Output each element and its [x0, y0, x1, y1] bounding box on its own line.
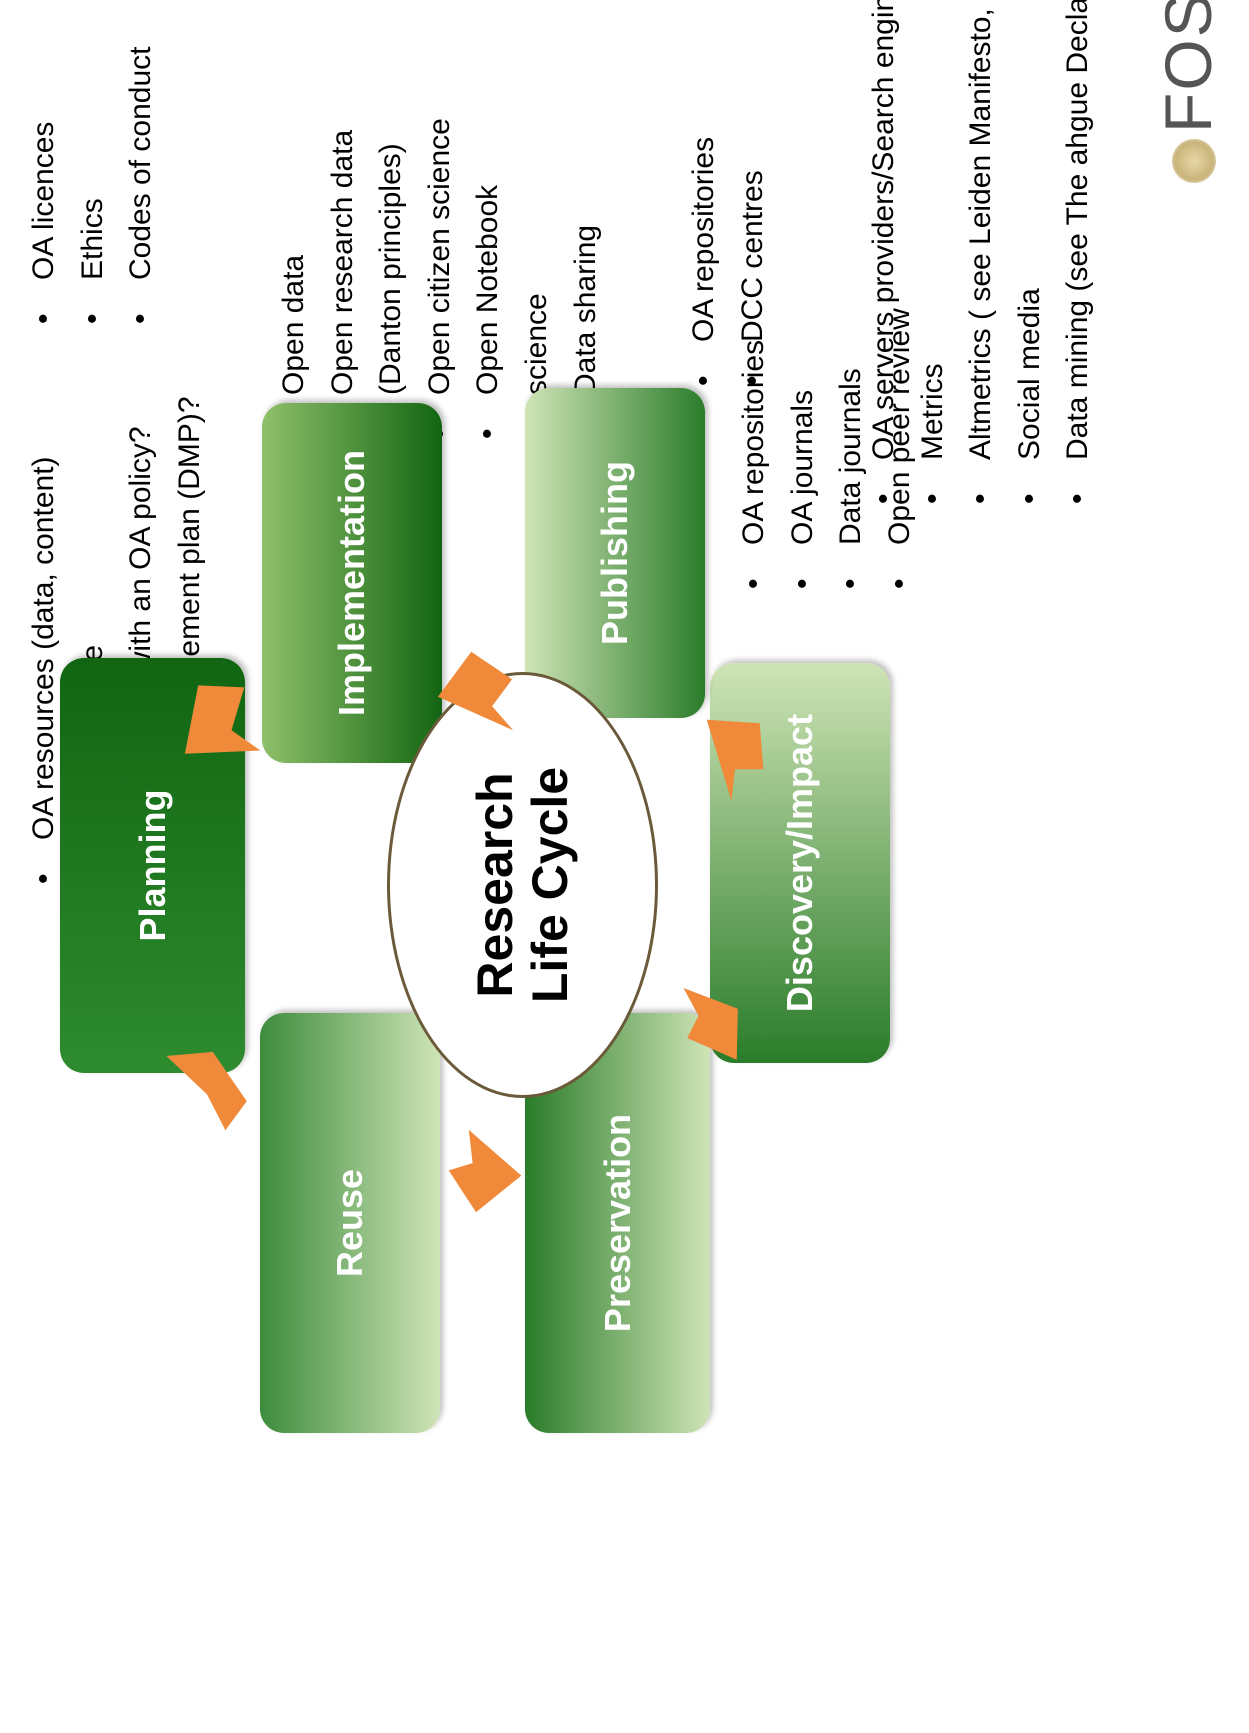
- foster-logo-icon: [1171, 139, 1216, 183]
- arrow-publishing-to-discovery-icon: [706, 719, 764, 802]
- foster-logo: FOSTER: [1150, 0, 1226, 183]
- arrow-preservation-to-reuse-icon: [448, 1129, 522, 1213]
- arrow-reuse-to-planning-icon: [166, 1051, 247, 1131]
- arrow-discovery-to-preservation-icon: [683, 987, 738, 1060]
- foster-logo-text: FOSTER: [1151, 0, 1225, 133]
- arrow-implementation-to-publishing-icon: [437, 651, 514, 731]
- arrow-planning-to-implementation-icon: [184, 685, 261, 754]
